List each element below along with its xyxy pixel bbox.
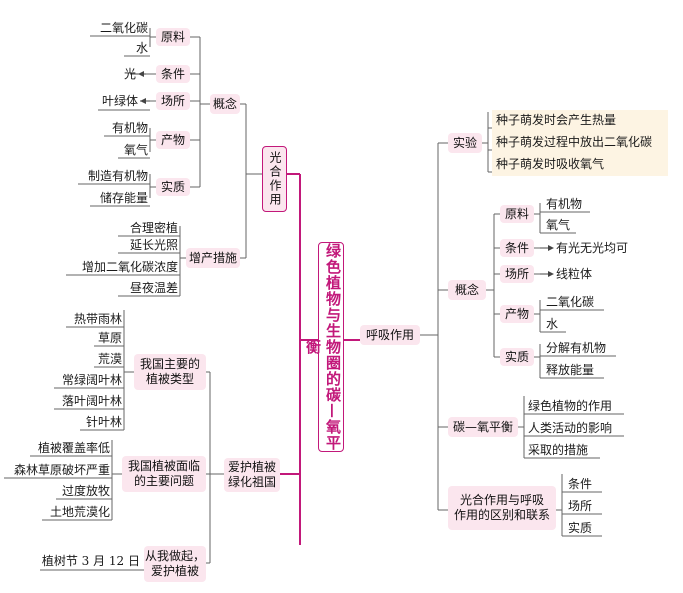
rs-condition-item: 有光无光均可 — [556, 241, 629, 255]
rs-essence-item: 释放能量 — [546, 363, 595, 377]
comparison-item: 条件 — [568, 477, 593, 491]
carbon-oxygen-item: 人类活动的影响 — [528, 421, 613, 435]
arrow-right-icon — [548, 245, 554, 251]
arbor-day-item: 植树节 3 月 12 日 — [41, 554, 140, 568]
carbon-oxygen-item: 绿色植物的作用 — [528, 399, 613, 413]
yield-measure-item: 增加二氧化碳浓度 — [81, 260, 178, 274]
arrow-left-icon — [140, 98, 146, 104]
rs-essence-node[interactable]: 实质 — [500, 348, 534, 366]
ps-product-item: 有机物 — [111, 121, 148, 135]
rs-product-item: 二氧化碳 — [546, 295, 595, 309]
vegetation-type-item: 落叶阔叶林 — [61, 394, 122, 408]
comparison-item: 实质 — [568, 521, 593, 535]
respiration-node[interactable]: 呼吸作用 — [360, 325, 420, 345]
vegetation-type-item: 热带雨林 — [73, 312, 122, 326]
rs-raw-material-item: 氧气 — [546, 218, 571, 232]
experiment-item: 种子萌发时吸收氧气 — [496, 157, 605, 171]
arrow-right-icon — [548, 271, 554, 277]
problems-label-line: 我国植被面临 — [127, 459, 200, 473]
carbon-oxygen-item: 采取的措施 — [528, 443, 589, 457]
carbon-oxygen-balance-node[interactable]: 碳—氧平衡 — [448, 417, 518, 437]
ps-raw-material-item: 二氧化碳 — [99, 21, 148, 35]
rs-essence-item: 分解有机物 — [546, 341, 607, 355]
ps-essence-node[interactable]: 实质 — [156, 178, 190, 196]
yield-measure-item: 合理密植 — [129, 221, 178, 235]
comparison-label-line: 作用的区别和联系 — [453, 508, 550, 522]
action-label-line: 爱护植被 — [150, 564, 199, 578]
comparison-label-line: 光合作用与呼吸 — [459, 493, 544, 507]
comparison-item: 场所 — [568, 499, 593, 513]
types-label-line: 植被类型 — [145, 372, 194, 386]
ps-condition-item: 光 — [123, 67, 136, 81]
experiment-highlight — [492, 110, 668, 176]
vegetation-type-item: 草原 — [97, 331, 122, 345]
take-action-node[interactable]: 从我做起， 爱护植被 — [144, 546, 206, 582]
protect-vegetation-node[interactable]: 爱护植被 绿化祖国 — [224, 458, 280, 492]
ps-site-item: 叶绿体 — [101, 94, 138, 108]
ps-site-node[interactable]: 场所 — [156, 92, 190, 110]
root-title[interactable]: 绿色植物与生物圈的碳—氧平衡 — [304, 242, 344, 452]
experiment-node[interactable]: 实验 — [448, 133, 482, 153]
ps-product-item: 氧气 — [123, 143, 148, 157]
types-label-line: 我国主要的 — [139, 357, 200, 371]
rs-site-item: 线粒体 — [556, 267, 593, 281]
protect-label-line: 绿化祖国 — [227, 475, 276, 489]
vegetation-type-item: 荒漠 — [97, 352, 122, 366]
ps-products-node[interactable]: 产物 — [156, 131, 190, 149]
rs-raw-materials-node[interactable]: 原料 — [500, 205, 534, 223]
rs-product-item: 水 — [546, 317, 559, 331]
rs-conditions-node[interactable]: 条件 — [500, 239, 534, 257]
photosynthesis-concept-node[interactable]: 概念 — [210, 94, 240, 114]
experiment-item: 种子萌发过程中放出二氧化碳 — [496, 135, 653, 149]
vegetation-type-item: 针叶林 — [85, 415, 122, 429]
vegetation-problem-item: 森林草原破坏严重 — [13, 463, 110, 477]
yield-measure-item: 延长光照 — [129, 238, 178, 252]
vegetation-problem-item: 土地荒漠化 — [49, 505, 110, 519]
rs-raw-material-item: 有机物 — [546, 197, 583, 211]
ps-essence-item: 制造有机物 — [87, 169, 148, 183]
vegetation-problem-item: 植被覆盖率低 — [37, 441, 110, 455]
experiment-item: 种子萌发时会产生热量 — [496, 113, 617, 127]
protect-label-line: 爱护植被 — [227, 460, 276, 474]
ps-essence-item: 储存能量 — [99, 191, 148, 205]
ps-raw-materials-node[interactable]: 原料 — [156, 28, 190, 46]
rs-site-node[interactable]: 场所 — [500, 265, 534, 283]
rs-products-node[interactable]: 产物 — [500, 305, 534, 323]
vegetation-problems-node[interactable]: 我国植被面临 的主要问题 — [122, 456, 206, 492]
respiration-concept-node[interactable]: 概念 — [448, 280, 486, 300]
ps-raw-material-item: 水 — [135, 41, 148, 55]
vegetation-type-item: 常绿阔叶林 — [61, 373, 122, 387]
vegetation-problem-item: 过度放牧 — [61, 484, 110, 498]
vegetation-types-node[interactable]: 我国主要的 植被类型 — [134, 354, 206, 390]
yield-measure-item: 昼夜温差 — [129, 281, 178, 295]
comparison-node[interactable]: 光合作用与呼吸 作用的区别和联系 — [448, 486, 556, 530]
photosynthesis-node[interactable]: 光合作用 — [262, 146, 287, 212]
arrow-left-icon — [138, 71, 144, 77]
ps-yield-measures-node[interactable]: 增产措施 — [186, 248, 240, 268]
ps-conditions-node[interactable]: 条件 — [156, 65, 190, 83]
action-label-line: 从我做起， — [144, 549, 205, 563]
problems-label-line: 的主要问题 — [133, 474, 194, 488]
